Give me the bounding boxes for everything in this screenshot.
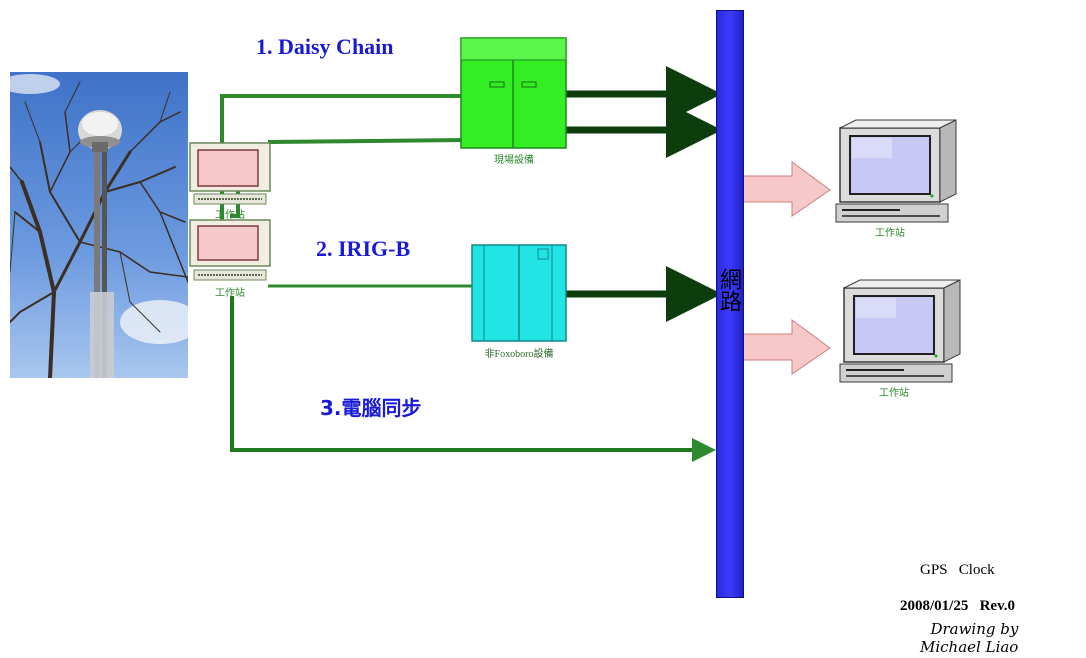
left-workstation-2-label: 工作站 bbox=[215, 288, 245, 299]
field-equipment-label: 現場設備 bbox=[494, 155, 534, 166]
field-equipment-cabinet bbox=[460, 37, 567, 149]
pc-sync-line bbox=[230, 296, 716, 462]
pink-arrow-lower bbox=[741, 319, 831, 375]
right-workstation-lower bbox=[839, 279, 961, 383]
right-workstation-upper bbox=[835, 119, 957, 223]
irig-b-label: 2. IRIG-B bbox=[316, 236, 411, 261]
non-foxboro-cabinet bbox=[471, 244, 567, 342]
footer-signature: Drawing by Michael Liao bbox=[920, 620, 1018, 656]
right-workstation-upper-label: 工作站 bbox=[875, 228, 905, 239]
daisy-chain-label: 1. Daisy Chain bbox=[256, 34, 394, 59]
pc-sync-label: 3.電腦同步 bbox=[320, 396, 422, 420]
left-workstation-1 bbox=[189, 142, 271, 205]
left-workstation-2 bbox=[189, 219, 271, 281]
network-bus-label: 網路 bbox=[716, 268, 741, 312]
footer-date-revision: 2008/01/25 Rev.0 bbox=[900, 598, 1015, 614]
gps-antenna-photo bbox=[10, 72, 188, 378]
right-workstation-lower-label: 工作站 bbox=[879, 388, 909, 399]
signature-line-2: Michael Liao bbox=[920, 638, 1019, 656]
signature-line-1: Drawing by bbox=[930, 620, 1019, 638]
network-bus bbox=[716, 10, 744, 598]
pink-arrow-upper bbox=[741, 161, 831, 217]
footer-title: GPS Clock bbox=[920, 562, 995, 578]
non-foxboro-label: 非Foxoboro設備 bbox=[484, 349, 554, 360]
left-workstation-1-label: 工作站 bbox=[215, 210, 245, 221]
